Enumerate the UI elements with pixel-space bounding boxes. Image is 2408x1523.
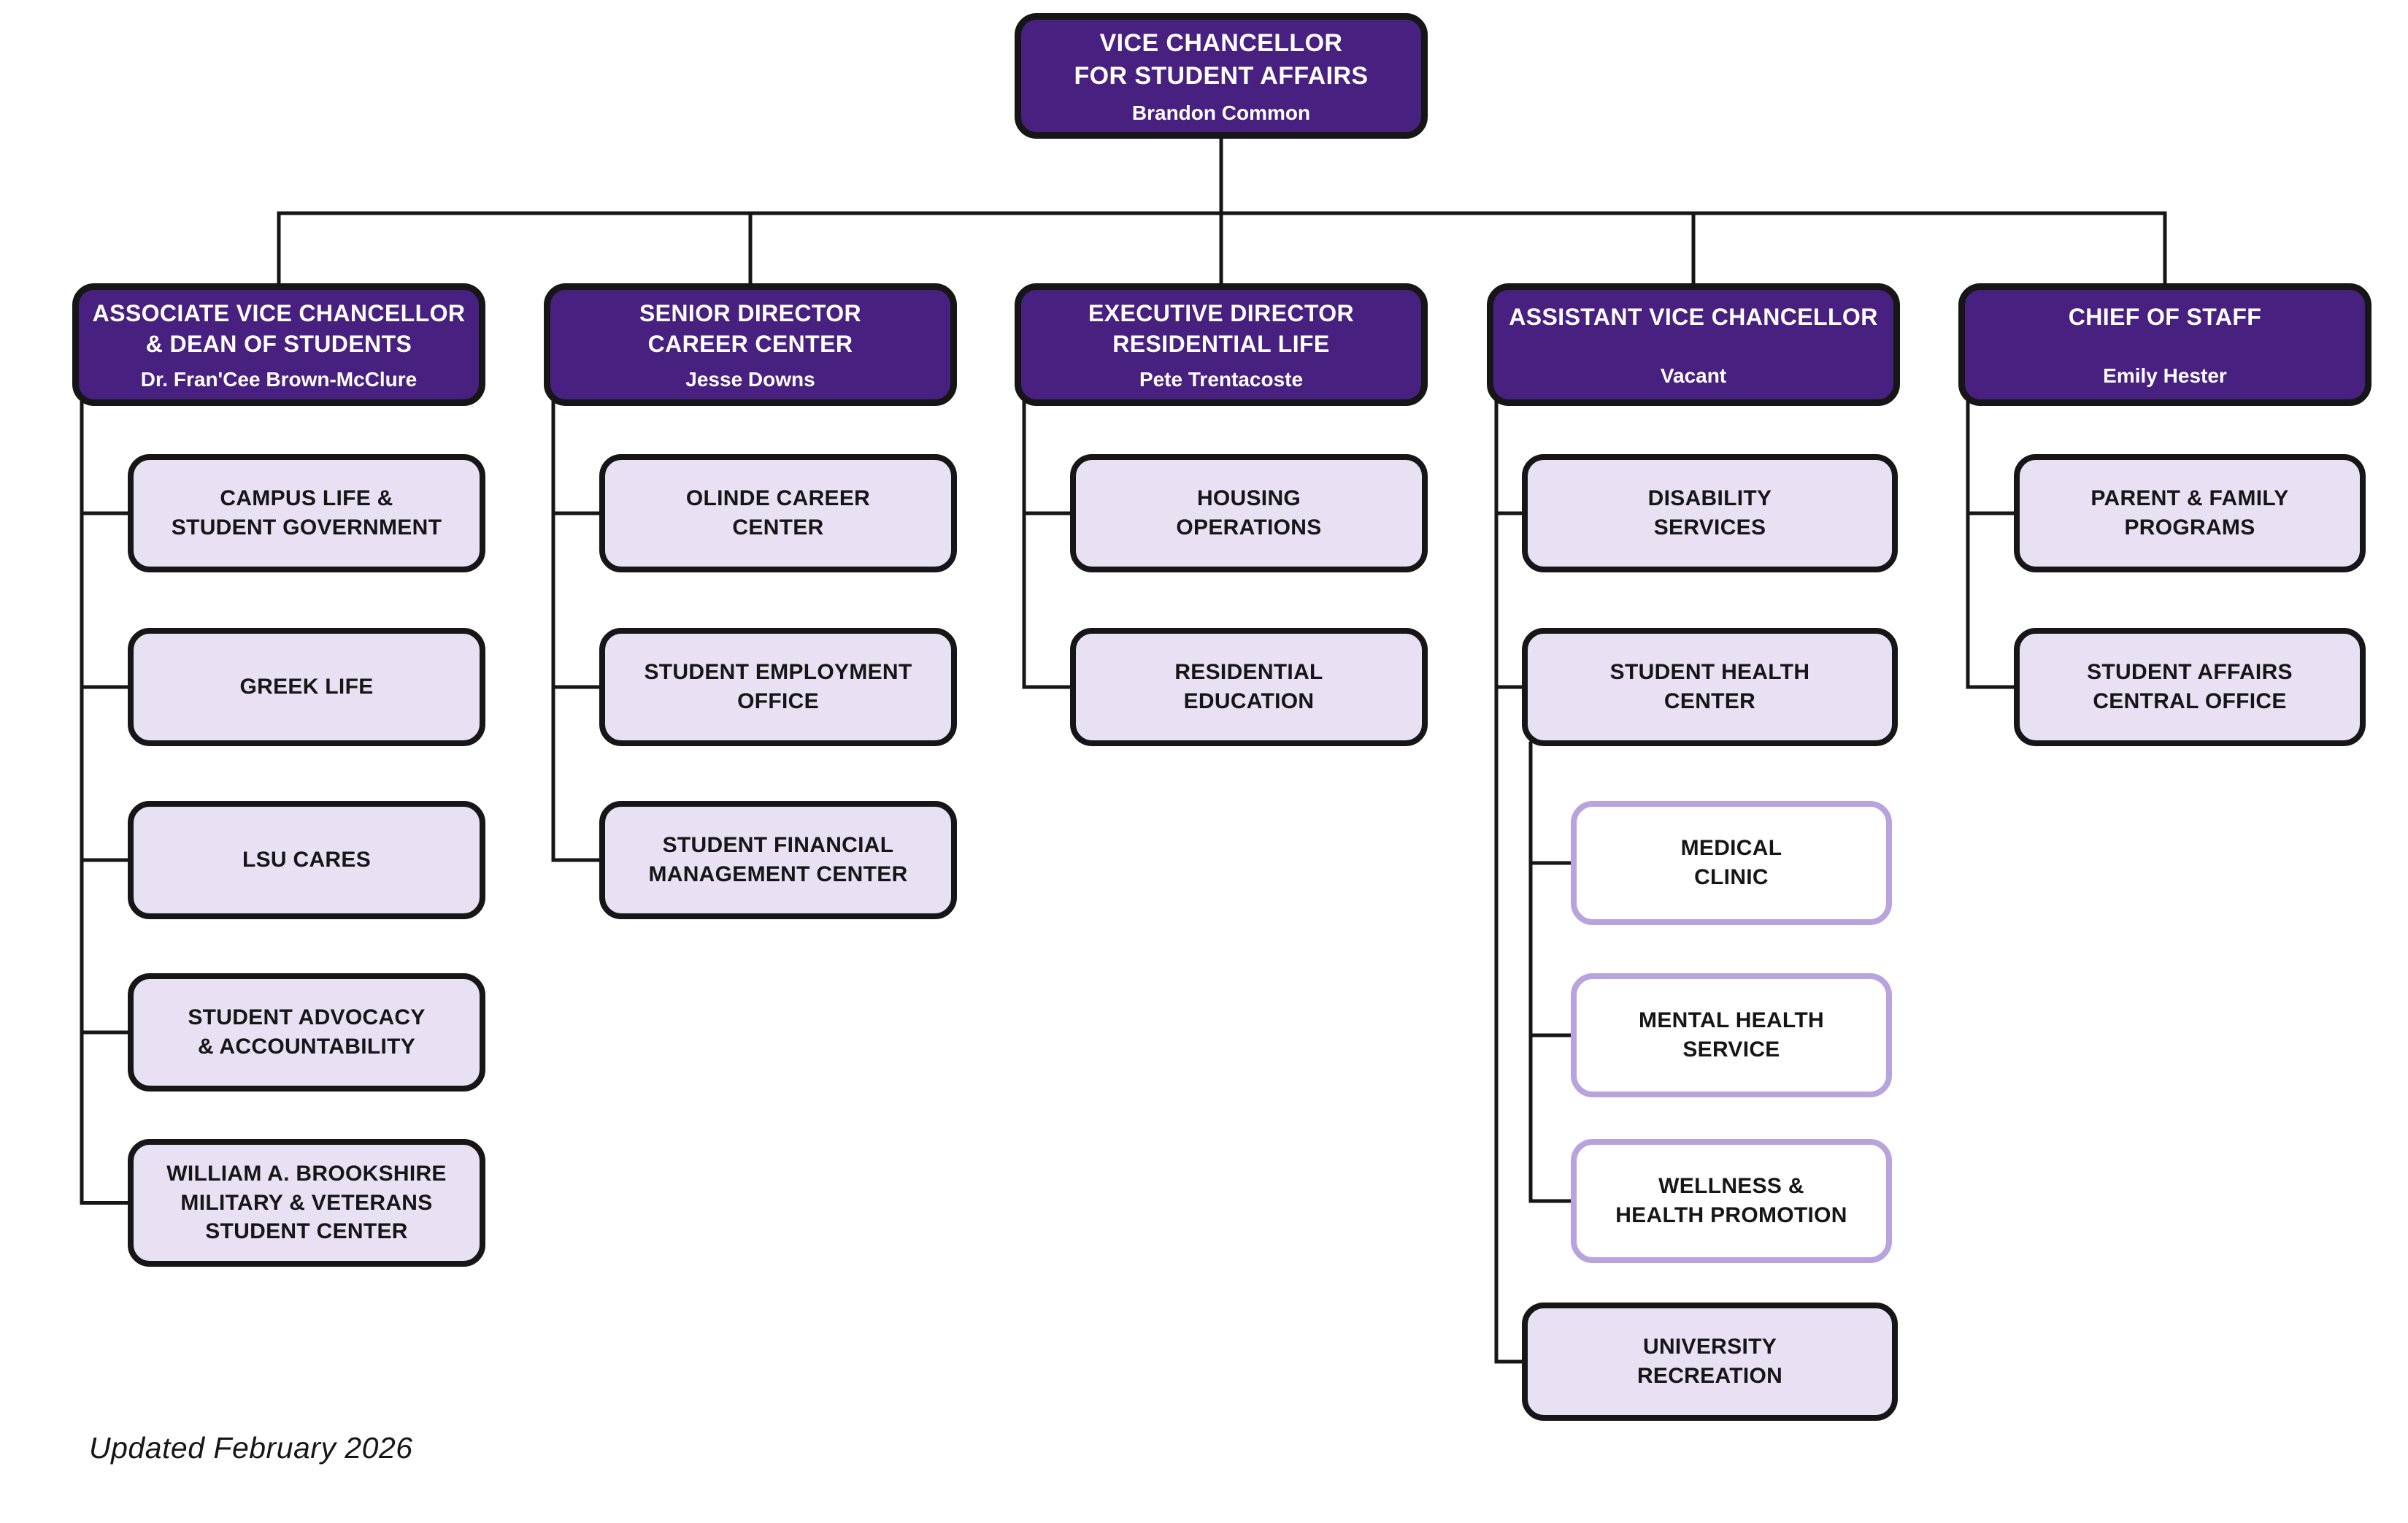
node-label-line: MANAGEMENT CENTER xyxy=(648,862,908,886)
node-title-line: & DEAN OF STUDENTS xyxy=(145,331,412,357)
node-mental-health-service: MENTAL HEALTH SERVICE xyxy=(1571,973,1892,1097)
node-chief-of-staff: CHIEF OF STAFF Emily Hester xyxy=(1958,283,2372,406)
node-associate-vice-chancellor-dean-of-students: ASSOCIATE VICE CHANCELLOR & DEAN OF STUDE… xyxy=(72,283,485,406)
node-person-name: Dr. Fran'Cee Brown-McClure xyxy=(140,368,418,391)
node-label-line: CENTRAL OFFICE xyxy=(2093,689,2287,713)
node-label-line: LSU CARES xyxy=(242,848,372,872)
node-label-line: HEALTH PROMOTION xyxy=(1615,1203,1847,1227)
node-student-financial-management-center: STUDENT FINANCIAL MANAGEMENT CENTER xyxy=(599,801,957,919)
node-label-line: MILITARY & VETERANS xyxy=(180,1190,433,1215)
node-title-line: ASSISTANT VICE CHANCELLOR xyxy=(1509,303,1878,330)
node-campus-life-student-government: CAMPUS LIFE & STUDENT GOVERNMENT xyxy=(128,454,485,572)
node-label-line: STUDENT HEALTH xyxy=(1609,660,1810,685)
node-title-line: CHIEF OF STAFF xyxy=(2068,303,2262,330)
node-executive-director-residential-life: EXECUTIVE DIRECTOR RESIDENTIAL LIFE Pete T… xyxy=(1015,283,1428,406)
node-university-recreation: UNIVERSITY RECREATION xyxy=(1522,1303,1898,1421)
node-label-line: EDUCATION xyxy=(1183,689,1315,713)
node-label-line: STUDENT AFFAIRS xyxy=(2087,660,2293,685)
node-residential-education: RESIDENTIAL EDUCATION xyxy=(1070,628,1428,746)
node-senior-director-career-center: SENIOR DIRECTOR CAREER CENTER Jesse Downs xyxy=(544,283,957,406)
node-person-name: Emily Hester xyxy=(2103,364,2227,388)
node-label-line: DISABILITY xyxy=(1647,486,1772,511)
node-student-health-center: STUDENT HEALTH CENTER xyxy=(1522,628,1898,746)
node-label-line: STUDENT FINANCIAL xyxy=(662,833,894,858)
node-label-line: STUDENT GOVERNMENT xyxy=(171,515,442,540)
node-label-line: GREEK LIFE xyxy=(239,675,374,699)
node-label-line: MENTAL HEALTH xyxy=(1639,1008,1824,1033)
node-title-line: EXECUTIVE DIRECTOR xyxy=(1088,299,1354,326)
node-title-line: ASSOCIATE VICE CHANCELLOR xyxy=(92,299,466,326)
node-vice-chancellor-for-student-affairs: VICE CHANCELLOR FOR STUDENT AFFAIRS Brando… xyxy=(1015,13,1428,139)
node-person-name: Pete Trentacoste xyxy=(1139,368,1304,391)
node-label-line: OLINDE CAREER xyxy=(685,486,871,511)
node-label-line: RESIDENTIAL xyxy=(1174,660,1323,685)
node-student-advocacy-accountability: STUDENT ADVOCACY & ACCOUNTABILITY xyxy=(128,973,485,1092)
node-william-a-brookshire-military-veterans-student-center: WILLIAM A. BROOKSHIRE MILITARY & VETERANS… xyxy=(128,1139,485,1267)
node-person-name: Jesse Downs xyxy=(685,368,815,391)
node-label-line: & ACCOUNTABILITY xyxy=(197,1035,416,1059)
node-person-name: Brandon Common xyxy=(1131,101,1311,124)
updated-note: Updated February 2026 xyxy=(89,1431,413,1465)
node-label-line: CAMPUS LIFE & xyxy=(220,486,393,511)
node-medical-clinic: MEDICAL CLINIC xyxy=(1571,801,1892,925)
node-label-line: CENTER xyxy=(732,515,824,540)
node-greek-life: GREEK LIFE xyxy=(128,628,485,746)
node-title-line: CAREER CENTER xyxy=(647,331,853,357)
node-label-line: SERVICES xyxy=(1653,515,1766,540)
node-label-line: OFFICE xyxy=(737,689,819,713)
node-label-line: CENTER xyxy=(1663,689,1756,713)
node-student-affairs-central-office: STUDENT AFFAIRS CENTRAL OFFICE xyxy=(2014,628,2366,746)
node-label-line: RECREATION xyxy=(1636,1364,1783,1388)
node-label-line: WILLIAM A. BROOKSHIRE xyxy=(166,1162,447,1186)
node-label-line: STUDENT EMPLOYMENT xyxy=(644,660,912,685)
node-label-line: PROGRAMS xyxy=(2124,515,2255,540)
node-label-line: CLINIC xyxy=(1694,865,1769,889)
node-assistant-vice-chancellor: ASSISTANT VICE CHANCELLOR Vacant xyxy=(1487,283,1900,406)
node-disability-services: DISABILITY SERVICES xyxy=(1522,454,1898,572)
node-lsu-cares: LSU CARES xyxy=(128,801,485,919)
node-person-name: Vacant xyxy=(1660,364,1727,388)
node-student-employment-office: STUDENT EMPLOYMENT OFFICE xyxy=(599,628,957,746)
node-label-line: WELLNESS & xyxy=(1658,1174,1804,1199)
node-wellness-health-promotion: WELLNESS & HEALTH PROMOTION xyxy=(1571,1139,1892,1263)
node-title-line: VICE CHANCELLOR xyxy=(1099,29,1343,58)
node-label-line: SERVICE xyxy=(1682,1037,1780,1062)
node-title-line: FOR STUDENT AFFAIRS xyxy=(1074,62,1369,90)
node-label-line: UNIVERSITY xyxy=(1642,1335,1777,1359)
node-label-line: STUDENT CENTER xyxy=(205,1219,408,1244)
node-title-line: RESIDENTIAL LIFE xyxy=(1112,331,1330,357)
node-title-line: SENIOR DIRECTOR xyxy=(639,299,862,326)
node-label-line: HOUSING xyxy=(1196,486,1301,511)
node-label-line: STUDENT ADVOCACY xyxy=(188,1005,426,1030)
node-label-line: OPERATIONS xyxy=(1176,515,1322,540)
node-olinde-career-center: OLINDE CAREER CENTER xyxy=(599,454,957,572)
node-parent-family-programs: PARENT & FAMILY PROGRAMS xyxy=(2014,454,2366,572)
node-housing-operations: HOUSING OPERATIONS xyxy=(1070,454,1428,572)
node-label-line: MEDICAL xyxy=(1680,836,1782,861)
node-label-line: PARENT & FAMILY xyxy=(2090,486,2289,511)
connector-path xyxy=(80,133,2167,1364)
